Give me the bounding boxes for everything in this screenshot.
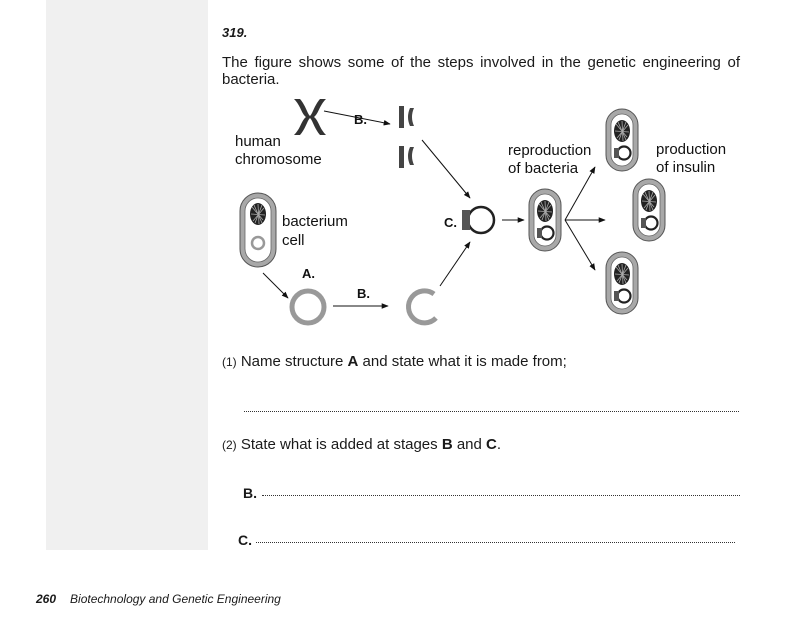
answer-line-part-1[interactable] (244, 411, 739, 412)
part-1-text-before: Name structure (240, 353, 348, 370)
part-2-bold-c: C (486, 436, 497, 453)
label-production: production (656, 141, 726, 158)
part-2-text-middle: and (452, 436, 487, 453)
part-1-marker: (1) (222, 355, 237, 369)
page-footer: 260 Biotechnology and Genetic Engineering (36, 592, 281, 606)
answer-line-c[interactable] (256, 542, 735, 543)
offspring-bacterium-1-icon (606, 109, 638, 171)
arrow-reproduction-up (564, 166, 596, 221)
label-of-bacteria: of bacteria (508, 160, 579, 177)
footer-title: Biotechnology and Genetic Engineering (70, 592, 281, 606)
part-2-marker: (2) (222, 438, 237, 452)
label-human: human (235, 133, 281, 150)
offspring-bacterium-3-icon (606, 252, 638, 314)
arrow-reproduction-down (564, 219, 596, 271)
label-step-b-top: B. (354, 112, 367, 127)
page-number: 260 (36, 592, 57, 606)
engineered-bacterium-icon (529, 189, 561, 251)
left-margin-panel (46, 0, 208, 550)
question-number: 319. (222, 25, 248, 40)
answer-label-b: B. (243, 485, 257, 501)
part-2-bold-b: B (441, 436, 453, 453)
label-reproduction: reproduction (508, 142, 591, 159)
part-1-bold-a: A (347, 353, 359, 370)
answer-label-c: C. (238, 532, 252, 548)
answer-line-b[interactable] (262, 495, 740, 496)
recombinant-plasmid-icon (462, 205, 496, 235)
label-cell: cell (282, 232, 305, 249)
question-intro: The figure shows some of the steps invol… (222, 54, 740, 88)
label-bacterium: bacterium (282, 213, 348, 230)
question-part-1: (1) Name structure A and state what it i… (222, 353, 567, 370)
part-1-text-middle: and state what it is made from; (358, 353, 567, 370)
cut-gene-fragments-icon (399, 106, 414, 168)
arrow-bacterium-to-plasmid (262, 272, 289, 299)
label-chromosome: chromosome (235, 151, 322, 168)
label-step-c: C. (444, 215, 457, 230)
label-step-b-bottom: B. (357, 286, 370, 301)
plasmid-a-icon (289, 288, 327, 326)
genetic-engineering-figure: human chromosome bacterium cell reproduc… (200, 90, 760, 335)
arrow-chromosome-to-genes (323, 110, 391, 126)
arrow-cut-plasmid-to-recombinant (439, 241, 471, 287)
cut-plasmid-icon (406, 288, 438, 326)
bacterium-cell-icon (239, 192, 277, 268)
part-2-text-after: . (496, 436, 502, 453)
human-chromosome-icon (294, 99, 326, 135)
arrow-genes-to-plasmid (421, 139, 471, 199)
label-step-a: A. (302, 266, 315, 281)
label-of-insulin: of insulin (656, 159, 715, 176)
offspring-bacterium-2-icon (633, 179, 665, 241)
part-2-text-before: State what is added at stages (240, 436, 442, 453)
question-part-2: (2) State what is added at stages B and … (222, 436, 501, 453)
